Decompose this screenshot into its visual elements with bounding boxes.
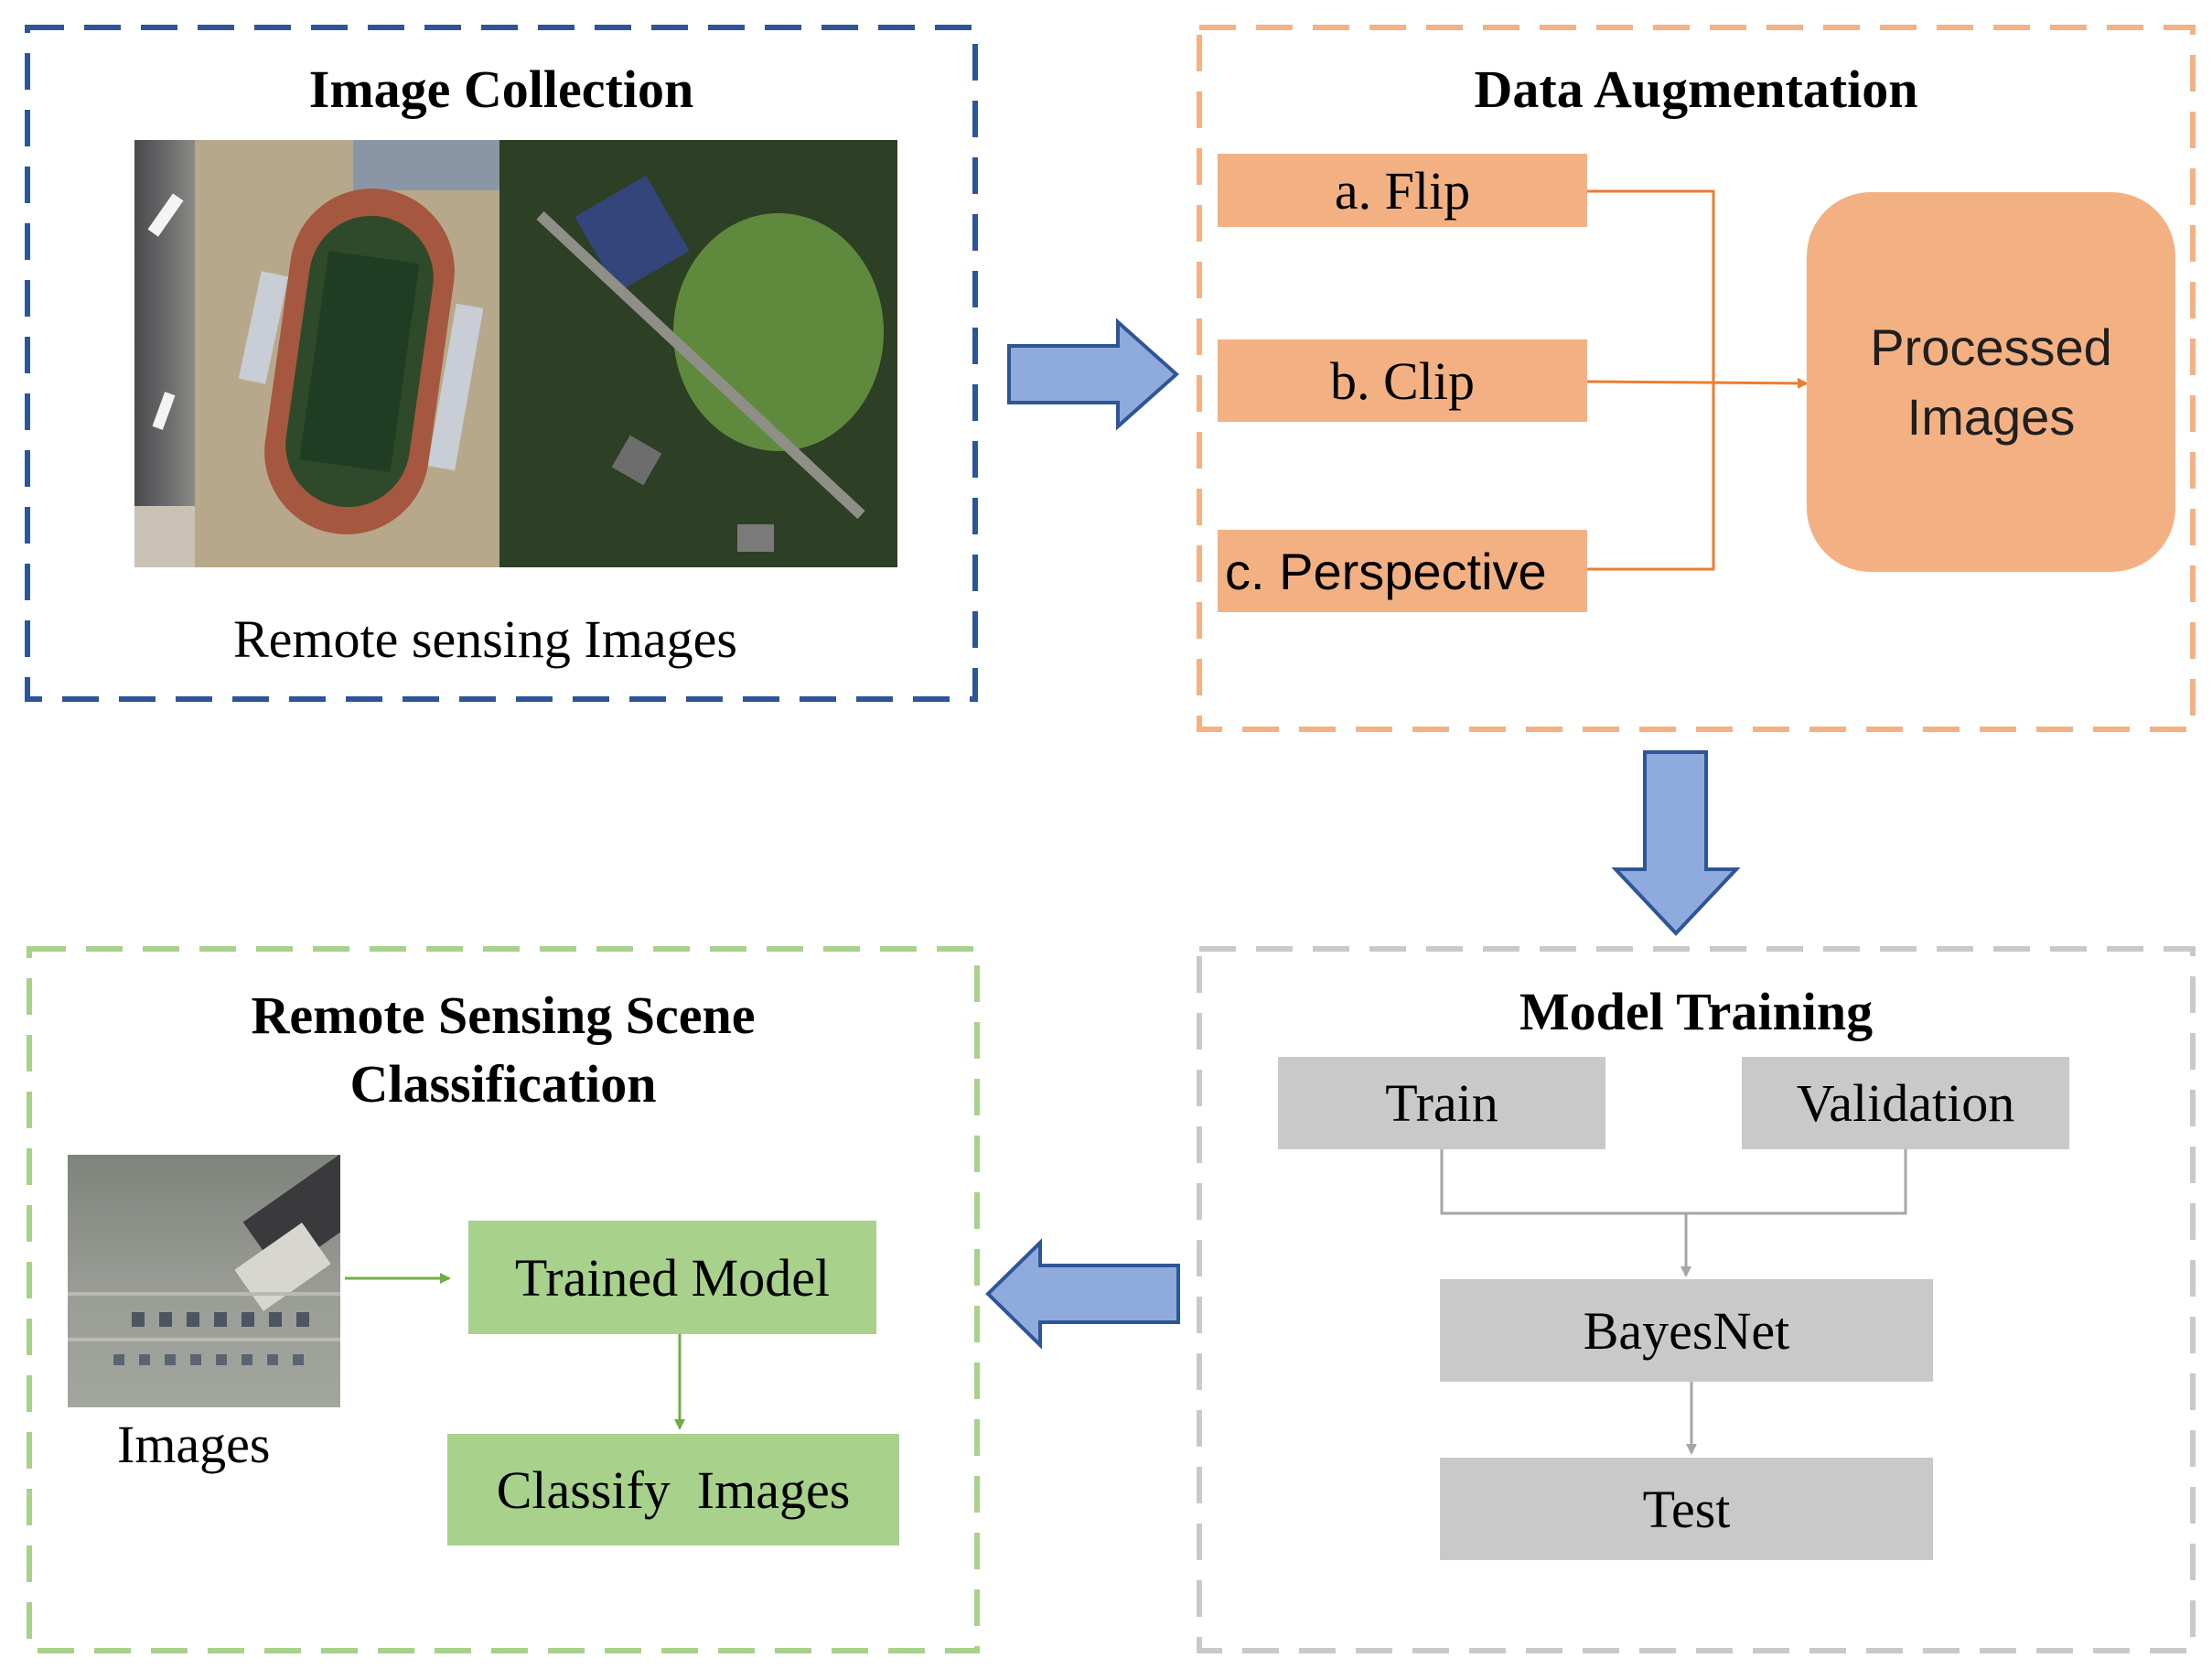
airport-image <box>134 140 195 567</box>
left-block-arrow <box>985 1238 1180 1350</box>
remote-sensing-image-collage <box>134 140 897 567</box>
image-collection-panel-border <box>25 25 978 702</box>
model-training-title: Model Training <box>1519 982 1874 1041</box>
right-block-arrow <box>1007 318 1180 431</box>
classification-connectors <box>345 1273 685 1430</box>
football-field <box>277 208 442 515</box>
down-block-arrow <box>1611 750 1741 936</box>
processed-images-box: Processed Images <box>1807 192 2175 572</box>
processed-images-label: Processed Images <box>1870 318 2112 446</box>
train-box: Train <box>1278 1057 1605 1149</box>
trained-model-box: Trained Model <box>468 1221 876 1334</box>
bayesnet-box: BayesNet <box>1440 1279 1933 1382</box>
images-label: Images <box>117 1415 271 1474</box>
flip-label: a. Flip <box>1334 160 1471 221</box>
validation-box: Validation <box>1742 1057 2069 1149</box>
classify-images-label: Classify Images <box>496 1459 851 1520</box>
remote-sensing-caption: Remote sensing Images <box>233 609 737 669</box>
perspective-label: c. Perspective <box>1225 542 1547 600</box>
classification-title-line2: Classification <box>349 1054 657 1115</box>
classification-panel-border <box>27 946 980 1653</box>
classify-images-box: Classify Images <box>447 1434 899 1545</box>
running-track <box>253 178 466 545</box>
test-box: Test <box>1440 1458 1933 1560</box>
flip-box: a. Flip <box>1218 154 1587 227</box>
data-augmentation-title: Data Augmentation <box>1474 59 1918 119</box>
clip-box: b. Clip <box>1218 339 1587 422</box>
stadium-image <box>195 140 499 567</box>
bayesnet-label: BayesNet <box>1583 1300 1790 1361</box>
validation-label: Validation <box>1796 1073 2015 1133</box>
clip-label: b. Clip <box>1330 350 1475 411</box>
training-connectors <box>1440 1149 1907 1455</box>
airplane-icon <box>147 193 184 237</box>
tennis-courts <box>574 175 690 293</box>
augmentation-connectors <box>1586 189 1809 571</box>
trained-model-label: Trained Model <box>514 1247 831 1308</box>
aircraft-row <box>113 1354 315 1365</box>
perspective-box: c. Perspective <box>1218 530 1587 612</box>
classification-title: Remote Sensing Scene Classification <box>29 981 977 1119</box>
airplane-icon <box>152 392 176 430</box>
train-label: Train <box>1385 1073 1498 1133</box>
image-collection-title: Image Collection <box>308 59 694 119</box>
park-image <box>499 140 897 567</box>
airbase-sample-image <box>68 1155 340 1407</box>
classification-title-line1: Remote Sensing Scene <box>251 985 756 1045</box>
test-label: Test <box>1642 1479 1731 1539</box>
aircraft-row <box>132 1312 315 1327</box>
model-training-panel-border <box>1197 946 2196 1653</box>
data-augmentation-panel-border <box>1197 25 2196 732</box>
